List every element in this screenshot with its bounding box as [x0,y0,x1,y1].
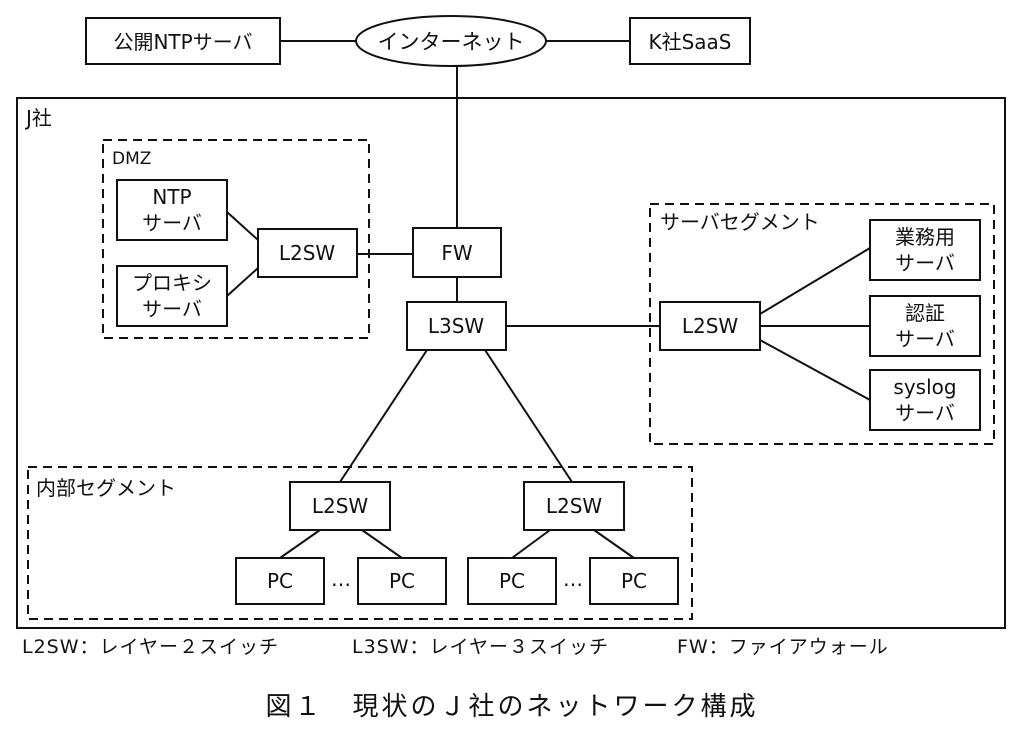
link-right-l2sw-pc3 [511,529,551,559]
link-srv-l2sw-business [759,247,871,315]
business-server-label-line1: 業務用 [895,225,955,249]
dmz-ntp-server-box [116,179,228,241]
server-l2sw-label: L2SW [682,314,739,338]
pc-box-2 [357,557,447,605]
legend-fw: FW：ファイアウォール [677,636,889,658]
server-l2sw-box [659,301,761,351]
k-saas-label: K社SaaS [648,30,731,54]
public-ntp-server-label: 公開NTPサーバ [113,30,252,54]
business-server-label-line2: サーバ [895,251,955,275]
dmz-label: DMZ [112,149,151,169]
link-l3sw-right-l2sw [484,349,573,483]
pc-ellipsis-right: … [563,567,583,591]
pc-label-4: PC [621,569,647,593]
k-saas-box [629,17,751,65]
proxy-server-box [116,265,228,327]
l3sw-box [406,301,507,351]
business-server-box [869,219,981,281]
link-left-l2sw-pc2 [361,529,403,559]
auth-server-label-line1: 認証 [905,301,945,325]
pc-label-1: PC [267,569,293,593]
legend-l2sw: L2SW：レイヤー２スイッチ [22,636,279,658]
dmz-segment [102,139,370,339]
auth-server-box [869,295,981,357]
link-srv-l2sw-syslog [759,339,871,401]
internal-segment [27,466,693,620]
server-segment [649,203,995,445]
public-ntp-server-box [85,17,281,65]
proxy-server-label-line2: サーバ [142,297,202,321]
server-segment-label: サーバセグメント [660,210,820,234]
pc-label-3: PC [499,569,525,593]
pc-box-3 [467,557,557,605]
link-left-l2sw-pc1 [279,529,321,559]
legend-l3sw: L3SW：レイヤー３スイッチ [352,636,609,658]
internal-l2sw-right-label: L2SW [546,494,603,518]
pc-ellipsis-left: … [331,567,351,591]
internal-l2sw-left-box [289,481,391,531]
pc-box-1 [235,557,325,605]
syslog-server-box [869,369,981,431]
link-ntp-dmz-l2sw [226,211,259,241]
internal-l2sw-right-box [523,481,625,531]
link-l3sw-left-l2sw [339,349,428,483]
pc-box-4 [589,557,679,605]
figure-caption: 図１ 現状のＪ社のネットワーク構成 [265,692,759,722]
company-boundary [16,97,1006,629]
dmz-l2sw-label: L2SW [279,241,336,265]
company-label: J社 [24,106,52,130]
auth-server-label-line2: サーバ [895,327,955,351]
internal-segment-label: 内部セグメント [36,476,176,500]
syslog-server-label-line2: サーバ [895,401,955,425]
internet-cloud [355,15,547,67]
l3sw-label: L3SW [428,314,485,338]
link-proxy-dmz-l2sw [226,267,259,297]
pc-label-2: PC [389,569,415,593]
ntp-server-label-line2: サーバ [142,211,202,235]
dmz-l2sw-box [257,228,358,278]
ntp-server-label-line1: NTP [152,185,191,209]
internet-label: インターネット [378,30,525,54]
fw-label: FW [441,241,473,265]
syslog-server-label-line1: syslog [893,375,956,399]
network-diagram: 公開NTPサーバ インターネット K社SaaS NTP サーバ プロキシ サーバ… [16,15,1006,629]
legend: L2SW：レイヤー２スイッチ L3SW：レイヤー３スイッチ FW：ファイアウォー… [22,632,1002,662]
internal-l2sw-left-label: L2SW [312,494,369,518]
proxy-server-label-line1: プロキシ [132,271,212,295]
fw-box [412,227,502,278]
link-right-l2sw-pc4 [593,529,635,559]
